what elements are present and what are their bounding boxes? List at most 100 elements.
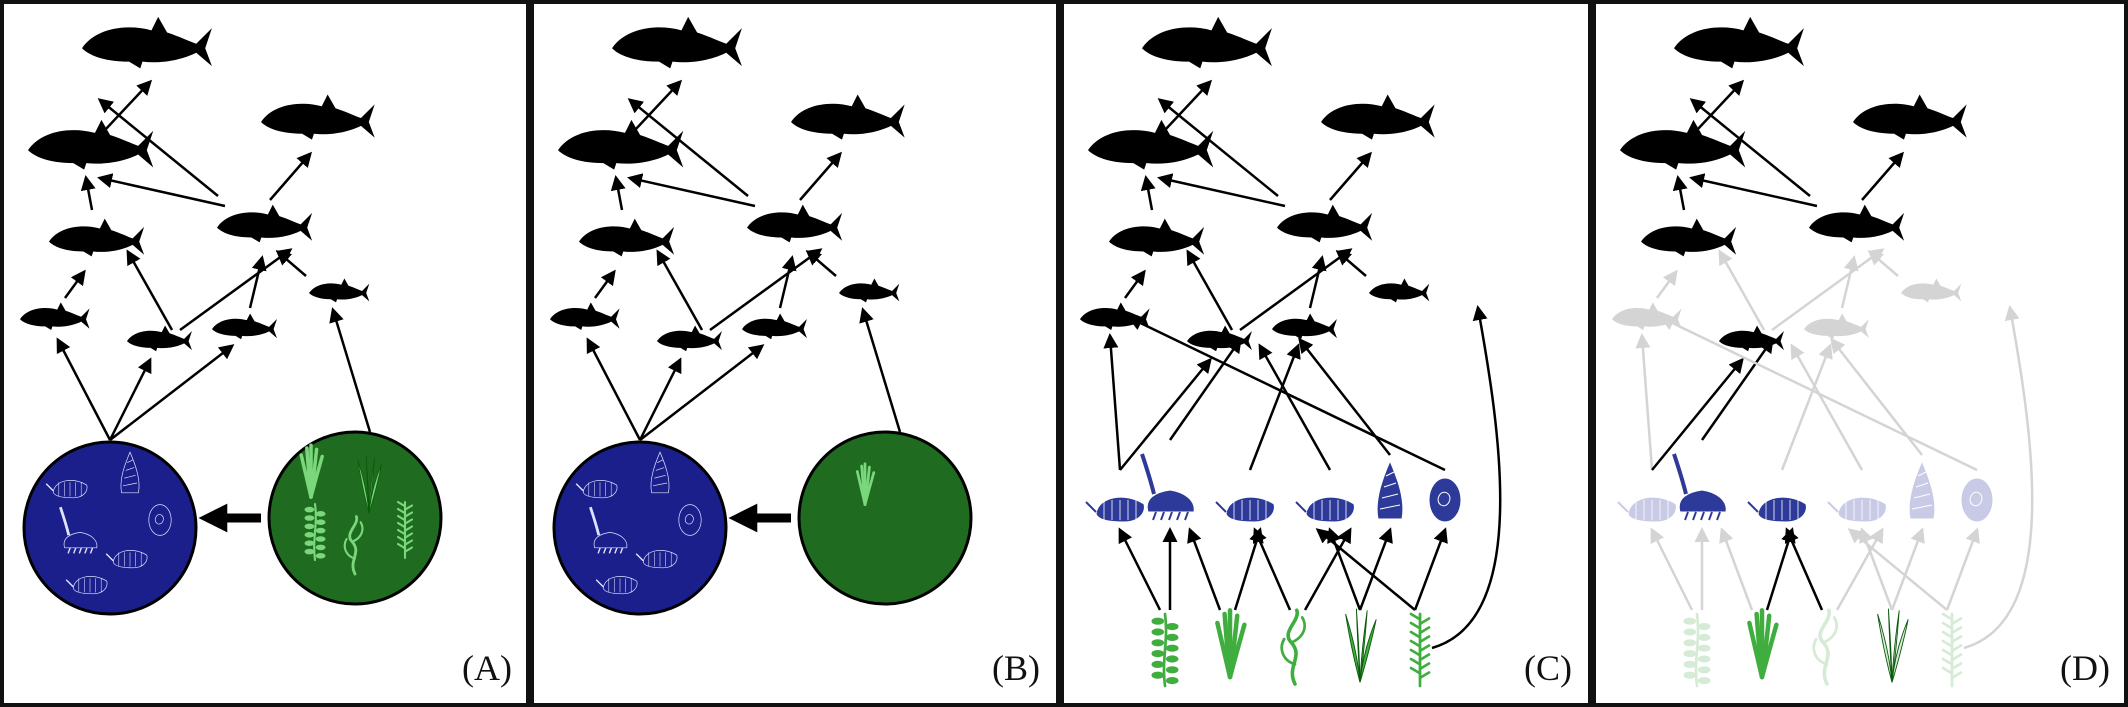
- feeding-arrow: [1335, 250, 1367, 277]
- aquatic-plant-icon: [1215, 608, 1247, 680]
- amphipod-snail-icon: [1215, 496, 1275, 523]
- panel-frame: [1060, 0, 1592, 707]
- feeding-arrow: [638, 357, 682, 441]
- feeding-arrow: [1689, 98, 1811, 197]
- macrophyte-pool: [797, 430, 973, 606]
- amphipod-snail-icon: [1960, 477, 1994, 523]
- fish-silhouette-icon: [1369, 278, 1430, 303]
- feeding-arrow: [778, 255, 797, 309]
- amphipod-snail-icon: [1672, 453, 1727, 521]
- panel-frame: [1592, 0, 2128, 707]
- feeding-arrow: [1696, 79, 1745, 131]
- fish-silhouette-icon: [27, 119, 154, 170]
- feeding-arrow: [275, 250, 307, 277]
- feeding-arrow: [1119, 357, 1212, 471]
- feeding-arrow: [1771, 248, 1885, 332]
- feeding-arrow: [1252, 527, 1292, 611]
- feeding-arrow: [248, 255, 267, 309]
- amphipod-snail-icon: [45, 480, 88, 499]
- amphipod-snail-icon: [595, 576, 638, 595]
- feeding-arrow: [1635, 333, 1654, 471]
- fish-silhouette-icon: [1804, 313, 1869, 340]
- fish-silhouette-icon: [1853, 94, 1967, 140]
- panel-d: (D): [1592, 0, 2128, 707]
- panel-label: (B): [992, 648, 1040, 688]
- feeding-arrow: [1651, 357, 1744, 471]
- feeding-arrow: [627, 173, 756, 208]
- invertebrate-pool: [552, 440, 728, 616]
- aquatic-plant-icon: [343, 515, 364, 576]
- macrophyte-pool: [267, 430, 443, 606]
- panel-label: (A): [462, 648, 512, 688]
- fish-silhouette-icon: [558, 119, 684, 170]
- feeding-arrow: [1123, 269, 1146, 299]
- amphipod-snail-icon: [635, 550, 678, 569]
- feeding-arrow: [1650, 527, 1694, 611]
- feeding-arrow: [97, 98, 219, 197]
- fish-silhouette-icon: [127, 325, 192, 352]
- fish-silhouette-icon: [657, 325, 722, 352]
- fish-silhouette-icon: [579, 218, 675, 257]
- amphipod-snail-icon: [120, 451, 140, 494]
- feeding-arrow: [1186, 249, 1234, 331]
- feeding-arrow: [1890, 527, 1925, 611]
- feeding-arrow: [805, 250, 837, 277]
- feeding-arrow: [126, 249, 174, 331]
- aquatic-plant-icon: [1345, 608, 1377, 683]
- feeding-arrow: [1413, 527, 1448, 611]
- fish-silhouette-icon: [1272, 313, 1337, 340]
- feeding-arrow: [179, 248, 293, 332]
- feeding-arrow: [1258, 343, 1332, 471]
- feeding-arrow: [1689, 173, 1818, 208]
- feeding-arrow: [97, 173, 226, 208]
- amphipod-snail-icon: [1617, 496, 1677, 523]
- fish-silhouette-icon: [791, 94, 905, 140]
- feeding-arrow: [1861, 151, 1904, 201]
- aquatic-plant-icon: [1747, 608, 1779, 680]
- curved-feeding-arrow: [1431, 305, 1502, 650]
- feeding-arrow: [859, 307, 902, 433]
- panel-label: (C): [1524, 648, 1572, 688]
- fish-silhouette-icon: [19, 302, 90, 330]
- feeding-arrow: [1103, 333, 1122, 471]
- feeding-arrow: [799, 151, 842, 201]
- feeding-arrow: [1672, 175, 1688, 211]
- feeding-arrow: [1168, 337, 1242, 441]
- feeding-arrow: [1847, 528, 1948, 611]
- feeding-arrow: [1164, 79, 1213, 131]
- feeding-arrow: [1718, 249, 1766, 331]
- aquatic-plant-icon: [1409, 612, 1431, 688]
- amphipod-snail-icon: [589, 506, 628, 554]
- fish-silhouette-icon: [747, 204, 843, 243]
- fish-silhouette-icon: [1277, 204, 1373, 243]
- aquatic-plant-icon: [1812, 608, 1838, 686]
- invertebrate-pool: [22, 440, 198, 616]
- aquatic-plant-icon: [855, 462, 876, 506]
- feeding-arrow: [1835, 527, 1884, 611]
- feeding-arrow: [1329, 151, 1372, 201]
- feeding-arrow: [80, 175, 96, 211]
- amphipod-snail-icon: [1428, 477, 1462, 523]
- amphipod-snail-icon: [650, 451, 670, 494]
- feeding-arrow: [56, 337, 112, 441]
- fish-silhouette-icon: [550, 302, 620, 330]
- fish-silhouette-icon: [82, 16, 212, 69]
- feeding-arrow: [269, 151, 312, 201]
- feeding-arrow: [1127, 316, 1446, 472]
- amphipod-snail-icon: [105, 550, 148, 569]
- aquatic-plant-icon: [304, 502, 326, 562]
- feeding-arrow: [1945, 527, 1980, 611]
- amphipod-snail-icon: [678, 504, 702, 536]
- feeding-arrow: [1784, 527, 1824, 611]
- feeding-arrow: [104, 79, 153, 131]
- feeding-arrow: [634, 79, 683, 131]
- feeding-arrow: [63, 269, 86, 299]
- feeding-arrow: [1780, 343, 1833, 471]
- aquatic-plant-icon: [1683, 612, 1711, 688]
- aquatic-plant-icon: [1941, 612, 1963, 688]
- amphipod-snail-icon: [575, 480, 618, 499]
- feeding-arrow: [329, 307, 372, 433]
- feeding-arrow: [1157, 173, 1286, 208]
